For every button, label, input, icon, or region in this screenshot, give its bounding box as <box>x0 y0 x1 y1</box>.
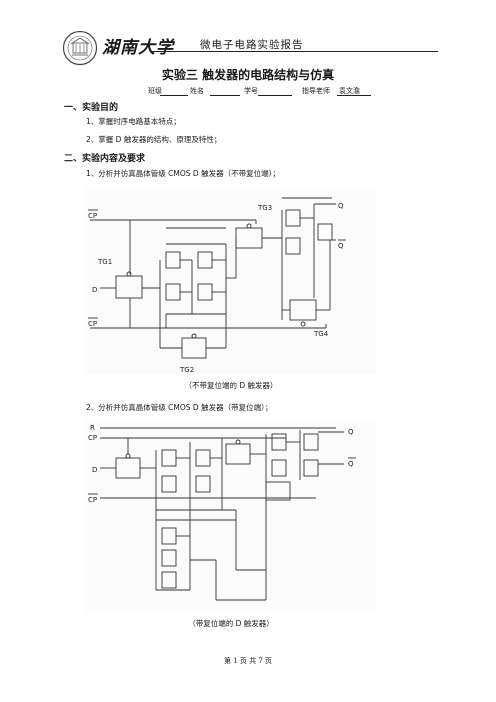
id-underline <box>258 95 292 96</box>
dff-with-reset-schematic: R CP D CP Q Q <box>86 420 376 612</box>
cpbar-label: CP <box>88 320 97 328</box>
university-name: 湖南大学 <box>102 38 174 58</box>
page-footer: 第 1 页 共 7 页 <box>223 657 273 665</box>
figure2-caption: （带复位端的 D 触发器） <box>188 619 274 628</box>
qbar-label: Q <box>348 460 354 468</box>
d-label: D <box>92 286 97 294</box>
tg1-label: TG1 <box>97 258 112 266</box>
name-label: 姓名 <box>190 87 204 95</box>
tg4-gate <box>289 299 317 321</box>
tg2-gate <box>181 337 207 359</box>
tg4-label: TG4 <box>313 330 329 338</box>
tg3-label: TG3 <box>257 204 272 212</box>
content-item-1: 1、分析并仿真晶体管级 CMOS D 触发器（不带复位端）； <box>86 169 280 178</box>
teacher-underline <box>337 95 371 96</box>
document-title: 实验三 触发器的电路结构与仿真 <box>161 68 335 82</box>
university-seal-logo <box>62 30 98 66</box>
d-label: D <box>92 466 97 474</box>
class-underline <box>160 95 188 96</box>
tg2-label: TG2 <box>179 366 194 374</box>
content-item-2: 2、分析并仿真晶体管级 CMOS D 触发器（带复位端）； <box>86 403 273 412</box>
qbar-label: Q <box>338 242 344 250</box>
figure1-caption: （不带复位端的 D 触发器） <box>184 381 278 390</box>
section-heading-content: 二、实验内容及要求 <box>64 154 146 164</box>
header-divider <box>150 51 438 52</box>
section-heading-purpose: 一、实验目的 <box>64 103 119 113</box>
cpbar-label: CP <box>88 496 97 504</box>
purpose-item-2: 2、掌握 D 触发器的结构、原理及特性； <box>86 135 222 144</box>
class-label: 班级 <box>148 87 162 95</box>
r-label: R <box>90 424 95 432</box>
teacher-name: 袁文澹 <box>339 87 360 95</box>
tg1-gate <box>115 275 143 299</box>
dff-no-reset-schematic: CP D CP Q Q TG1 TG2 TG3 TG4 <box>86 188 376 374</box>
purpose-item-1: 1、掌握时序电路基本特点； <box>86 117 181 126</box>
q-label: Q <box>348 428 354 436</box>
tg3-gate <box>235 227 263 249</box>
q-label: Q <box>338 202 344 210</box>
cp-label: CP <box>88 212 97 220</box>
teacher-label: 指导老师 <box>302 87 330 95</box>
id-label: 学号 <box>244 87 258 95</box>
cp-label: CP <box>88 434 97 442</box>
report-header-title: 微电子电路实验报告 <box>200 39 304 51</box>
name-underline <box>210 95 240 96</box>
